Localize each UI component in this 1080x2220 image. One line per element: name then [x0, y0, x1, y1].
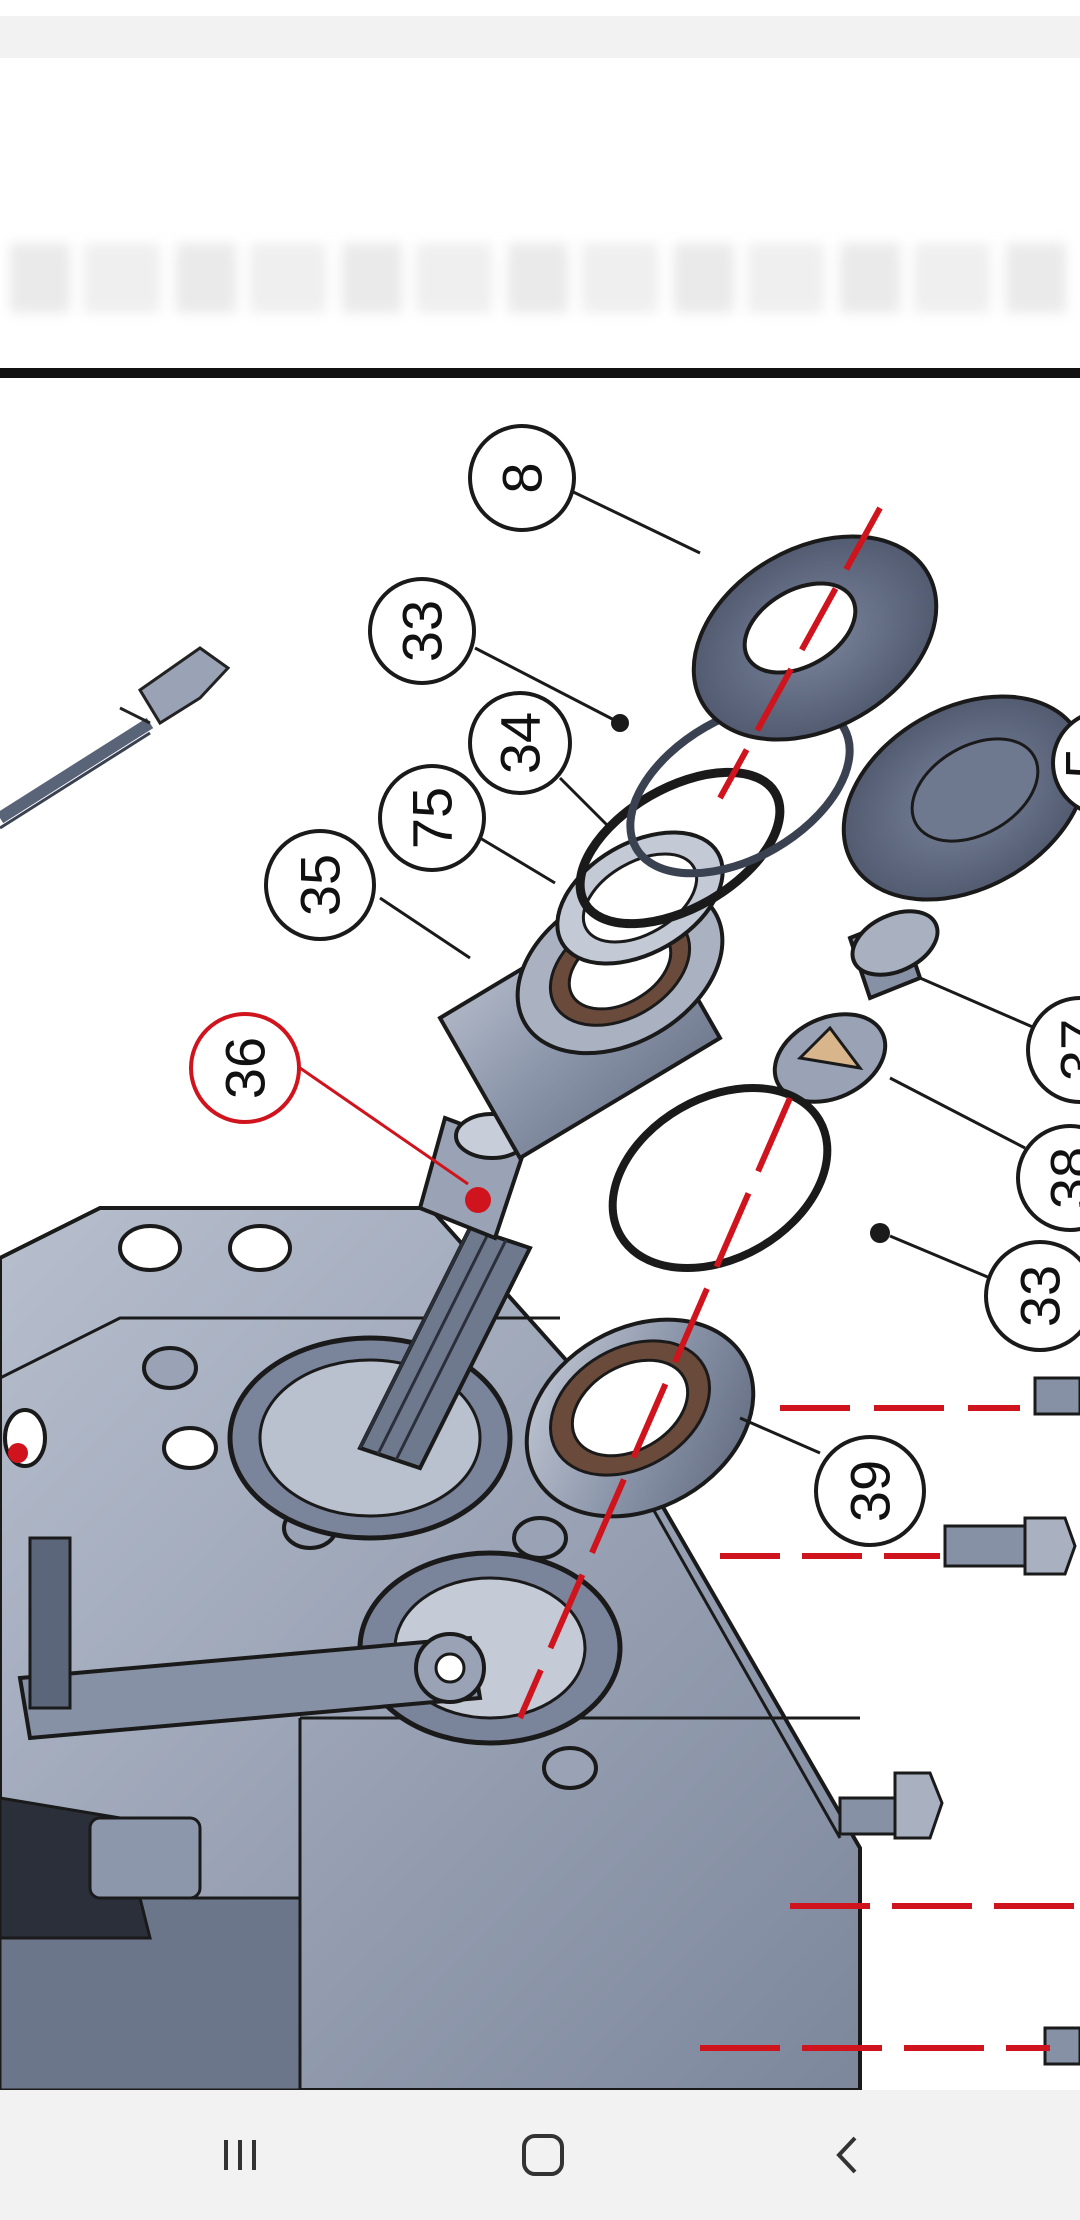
- callout-label-36: 36: [214, 1037, 277, 1099]
- callout-75: 75: [378, 764, 486, 872]
- screw-37: [847, 909, 940, 1001]
- circlip-lower: [608, 1083, 890, 1273]
- seal-8: [691, 534, 939, 742]
- blurred-caption: [10, 243, 1070, 313]
- callout-37: 37: [1026, 996, 1080, 1104]
- recents-button[interactable]: [180, 2115, 300, 2195]
- home-button[interactable]: [482, 2115, 602, 2195]
- exploded-parts-diagram[interactable]: 8 33 34 75 35 36 37 38: [0, 378, 1080, 2090]
- home-icon: [522, 2134, 564, 2176]
- callout-label-75: 75: [401, 787, 464, 849]
- callout-38: 38: [1016, 1124, 1080, 1232]
- callout-label-33-upper: 33: [391, 600, 454, 662]
- page-header-area: [0, 58, 1080, 368]
- callout-35: 35: [264, 829, 376, 941]
- cable-connector: [0, 646, 231, 830]
- callout-label-37: 37: [1049, 1019, 1080, 1081]
- callout-label-39: 39: [839, 1460, 902, 1522]
- gearbox-housing: [0, 1206, 862, 2090]
- callout-label-35: 35: [289, 854, 352, 916]
- image-top-border: [0, 368, 1080, 378]
- app-top-bar: [0, 16, 1080, 58]
- callout-label-38: 38: [1039, 1147, 1080, 1209]
- circlip-upper: [575, 698, 854, 929]
- callout-label-8: 8: [491, 462, 554, 493]
- back-button[interactable]: [787, 2115, 907, 2195]
- recents-icon: [224, 2140, 256, 2170]
- bolts-right: [838, 1376, 1080, 2066]
- back-icon: [836, 2136, 857, 2174]
- callout-label-34: 34: [489, 712, 552, 774]
- callout-8: 8: [468, 424, 576, 532]
- leader-lines: [299, 486, 1036, 1455]
- callout-label-33-lower: 33: [1009, 1265, 1072, 1327]
- splined-shaft: [357, 1112, 533, 1471]
- callout-33-upper: 33: [368, 577, 476, 685]
- callout-label-5: 5: [1054, 747, 1080, 778]
- status-bar: [0, 0, 1080, 16]
- diagram-svg: 8 33 34 75 35 36 37 38: [0, 424, 1080, 2090]
- navigation-bar: [0, 2090, 1080, 2220]
- callout-33-lower: 33: [984, 1240, 1080, 1352]
- nut-38: [772, 1012, 888, 1104]
- seal-5: [841, 694, 1080, 902]
- callout-36: 36: [189, 1012, 301, 1124]
- callout-39: 39: [814, 1435, 926, 1547]
- callout-5: 5: [1051, 715, 1080, 811]
- callout-34: 34: [468, 691, 572, 795]
- assembly-axis-lines: [517, 506, 1080, 2051]
- bearing-39: [524, 1317, 756, 1519]
